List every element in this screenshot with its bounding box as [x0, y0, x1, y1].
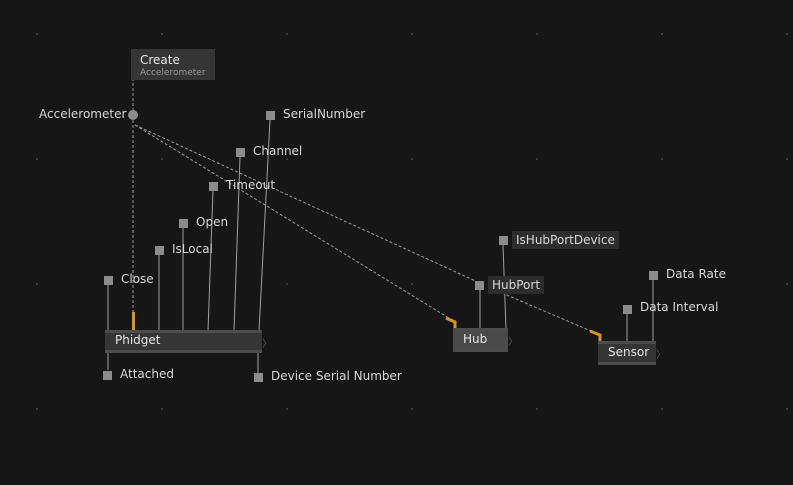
serialnumber-label: SerialNumber [283, 107, 366, 121]
data-rate-label: Data Rate [666, 267, 726, 281]
grid-dot [411, 158, 413, 160]
device-serial-number-label: Device Serial Number [271, 369, 402, 383]
wire-channel[interactable] [233, 156, 241, 332]
grid-dot [36, 283, 38, 285]
attached-pin[interactable] [103, 371, 112, 380]
channel-label: Channel [253, 144, 303, 158]
ishubportdevice-label: IsHubPortDevice [512, 231, 619, 249]
grid-dot [786, 408, 788, 410]
grid-dot [411, 283, 413, 285]
hub-node[interactable]: Hub 〉 [453, 328, 518, 352]
hub-node-title: Hub [463, 332, 488, 346]
grid-dot [661, 408, 663, 410]
create-node-title: Create [140, 53, 180, 67]
grid-dot [661, 158, 663, 160]
wire-serialnumber[interactable] [258, 119, 271, 332]
wire-accelerometer-to-hub[interactable] [134, 124, 453, 321]
grid-dot [411, 408, 413, 410]
grid-dot [36, 408, 38, 410]
grid-dot [36, 158, 38, 160]
grid-dot [36, 33, 38, 35]
open-pin[interactable] [179, 219, 188, 228]
data-rate-pin[interactable] [649, 271, 658, 280]
grid-dot [536, 33, 538, 35]
accelerometer-label: Accelerometer [39, 107, 127, 121]
data-interval-label: Data Interval [640, 300, 719, 314]
wire-timeout[interactable] [207, 189, 214, 332]
grid-dot [286, 158, 288, 160]
chevron-right-icon: 〉 [656, 350, 666, 361]
open-label: Open [196, 215, 229, 229]
sensor-node[interactable]: Sensor 〉 [598, 341, 666, 365]
data-interval-pin[interactable] [623, 305, 632, 314]
grid-dot [161, 408, 163, 410]
timeout-pin[interactable] [209, 182, 218, 191]
attached-label: Attached [120, 367, 174, 381]
grid-dot [536, 408, 538, 410]
grid-dot [286, 33, 288, 35]
chevron-right-icon: 〉 [262, 339, 272, 350]
create-node[interactable]: Create Accelerometer [131, 49, 215, 80]
islocal-label: IsLocal [172, 242, 213, 256]
close-label: Close [121, 272, 154, 286]
phidget-node-title: Phidget [115, 333, 161, 347]
exec-accent-sensor [589, 329, 602, 341]
islocal-pin[interactable] [155, 246, 164, 255]
create-node-subtitle: Accelerometer [140, 68, 206, 78]
grid-dot [661, 33, 663, 35]
grid-dot [786, 158, 788, 160]
grid-dot [161, 158, 163, 160]
exec-accent-hub [445, 316, 457, 328]
chevron-right-icon: 〉 [508, 337, 518, 348]
grid-dot [786, 33, 788, 35]
close-pin[interactable] [104, 276, 113, 285]
hubport-pin[interactable] [475, 281, 484, 290]
wire-accelerometer-to-hubport[interactable] [134, 124, 483, 285]
grid-dot [411, 33, 413, 35]
grid-dot [786, 283, 788, 285]
exec-accent-phidget [132, 312, 135, 331]
device-serial-number-pin[interactable] [254, 373, 263, 382]
phidget-node[interactable]: Phidget 〉 [105, 330, 272, 353]
ishubportdevice-pin[interactable] [499, 236, 508, 245]
serialnumber-pin[interactable] [266, 111, 275, 120]
sensor-node-title: Sensor [608, 345, 650, 359]
hubport-label: HubPort [488, 276, 545, 294]
grid-dot [536, 158, 538, 160]
accelerometer-output-pin[interactable] [128, 110, 138, 120]
grid-dot [286, 408, 288, 410]
grid-dot [161, 33, 163, 35]
channel-pin[interactable] [236, 148, 245, 157]
timeout-label: Timeout [226, 178, 276, 192]
grid-dot [286, 283, 288, 285]
